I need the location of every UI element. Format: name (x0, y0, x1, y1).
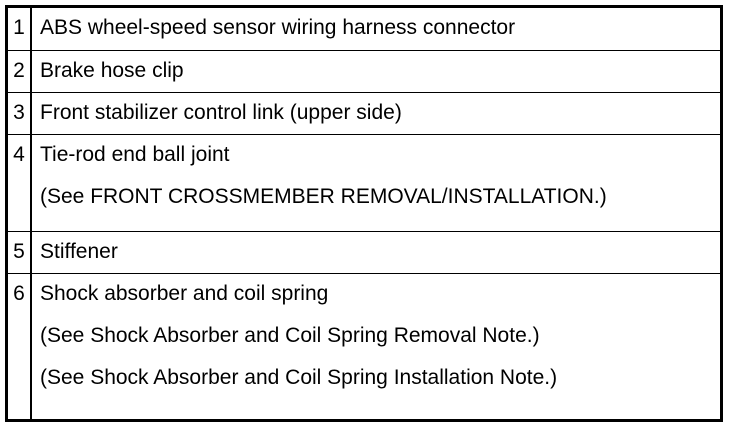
item-name: Stiffener (40, 240, 118, 263)
item-name: ABS wheel-speed sensor wiring harness co… (40, 16, 516, 39)
item-description: ABS wheel-speed sensor wiring harness co… (32, 8, 720, 50)
item-description: Stiffener (32, 232, 720, 273)
item-number: 1 (8, 8, 32, 50)
table-row: 6 Shock absorber and coil spring (See Sh… (8, 273, 720, 419)
item-description: Brake hose clip (32, 51, 720, 92)
item-number: 5 (8, 232, 32, 273)
table-row: 5 Stiffener (8, 231, 720, 273)
item-name: Brake hose clip (40, 59, 184, 82)
item-description: Tie-rod end ball joint (See FRONT CROSSM… (32, 135, 720, 231)
item-number: 3 (8, 93, 32, 134)
table-row: 2 Brake hose clip (8, 50, 720, 92)
item-description: Front stabilizer control link (upper sid… (32, 93, 720, 134)
item-name: Tie-rod end ball joint (40, 143, 230, 166)
reference-note: (See FRONT CROSSMEMBER REMOVAL/INSTALLAT… (40, 185, 607, 208)
reference-note: (See Shock Absorber and Coil Spring Remo… (40, 324, 540, 347)
item-name: Shock absorber and coil spring (40, 282, 329, 305)
item-name: Front stabilizer control link (upper sid… (40, 101, 402, 124)
item-number: 2 (8, 51, 32, 92)
reference-note: (See Shock Absorber and Coil Spring Inst… (40, 366, 558, 389)
table-row: 4 Tie-rod end ball joint (See FRONT CROS… (8, 134, 720, 231)
parts-table: 1 ABS wheel-speed sensor wiring harness … (5, 5, 723, 422)
table-row: 3 Front stabilizer control link (upper s… (8, 92, 720, 134)
item-description: Shock absorber and coil spring (See Shoc… (32, 274, 720, 419)
table-row: 1 ABS wheel-speed sensor wiring harness … (8, 8, 720, 50)
item-number: 4 (8, 135, 32, 231)
item-number: 6 (8, 274, 32, 419)
